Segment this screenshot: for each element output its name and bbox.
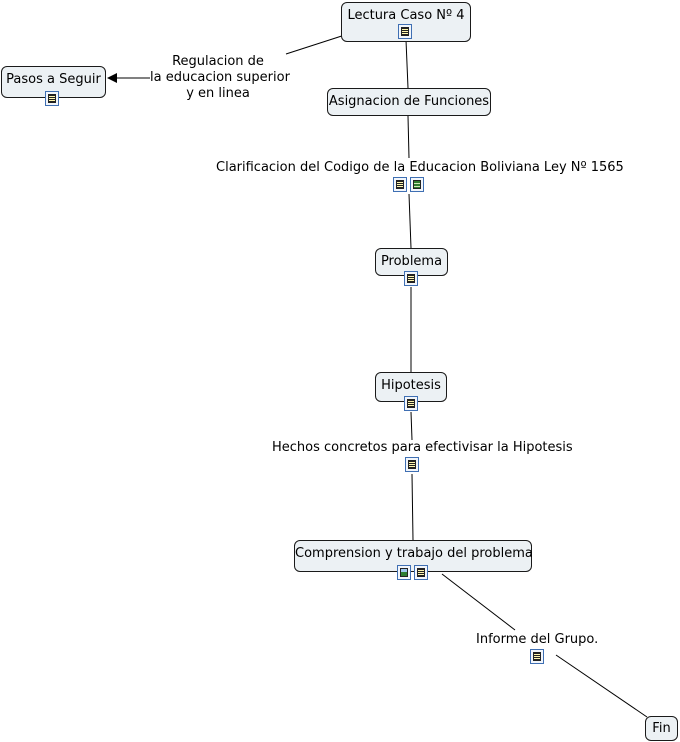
link-label-clarificacion: Clarificacion del Codigo de la Educacion… (216, 160, 624, 176)
document-icon[interactable] (404, 396, 418, 411)
node-hipotesis-label: Hipotesis (381, 378, 441, 393)
document-icon[interactable] (404, 271, 418, 286)
document-icon[interactable] (530, 649, 544, 664)
link-lectura-regulacion (285, 32, 352, 55)
link-clarificacion-problema (408, 193, 412, 249)
link-label-informe: Informe del Grupo. (476, 632, 598, 648)
node-asignacion-funciones[interactable]: Asignacion de Funciones (327, 88, 491, 116)
document-icon[interactable] (45, 91, 59, 106)
link-label-informe-text: Informe del Grupo. (476, 632, 599, 647)
link-comprension-informe (441, 573, 516, 631)
node-problema-label: Problema (380, 254, 443, 269)
node-comprension-trabajo-label: Comprension y trabajo del problema (295, 546, 533, 561)
link-label-regulacion: Regulacion de la educacion superior y en… (150, 54, 290, 102)
document-icon[interactable] (398, 24, 412, 39)
node-fin[interactable]: Fin (645, 716, 678, 741)
link-label-regulacion-line-1: Regulacion de (172, 54, 264, 69)
node-pasos-a-seguir-label: Pasos a Seguir (6, 72, 101, 87)
node-hipotesis[interactable]: Hipotesis (375, 372, 447, 402)
link-lectura-asignacion (405, 39, 409, 89)
link-label-regulacion-line-2: la educacion superior (150, 70, 290, 85)
node-problema[interactable]: Problema (375, 248, 448, 276)
link-label-hechos-text: Hechos concretos para efectivisar la Hip… (272, 440, 573, 455)
link-hipotesis-hechos (410, 411, 413, 441)
node-comprension-trabajo[interactable]: Comprension y trabajo del problema (294, 540, 533, 572)
node-asignacion-funciones-label: Asignacion de Funciones (328, 94, 490, 109)
image-icon[interactable] (397, 565, 411, 580)
link-informe-fin (555, 654, 648, 718)
document-icon[interactable] (405, 457, 419, 472)
link-label-clarificacion-text: Clarificacion del Codigo de la Educacion… (216, 160, 624, 175)
node-pasos-a-seguir[interactable]: Pasos a Seguir (1, 66, 106, 98)
link-label-regulacion-line-3: y en linea (186, 86, 250, 101)
document-icon[interactable] (414, 565, 428, 580)
document-icon[interactable] (393, 177, 407, 192)
link-label-hechos: Hechos concretos para efectivisar la Hip… (272, 440, 573, 456)
video-icon[interactable] (410, 177, 424, 192)
node-fin-label: Fin (652, 721, 671, 736)
link-hechos-comprension (411, 473, 414, 541)
link-asignacion-clarificacion (407, 115, 410, 159)
node-lectura-caso-label: Lectura Caso Nº 4 (347, 8, 465, 23)
